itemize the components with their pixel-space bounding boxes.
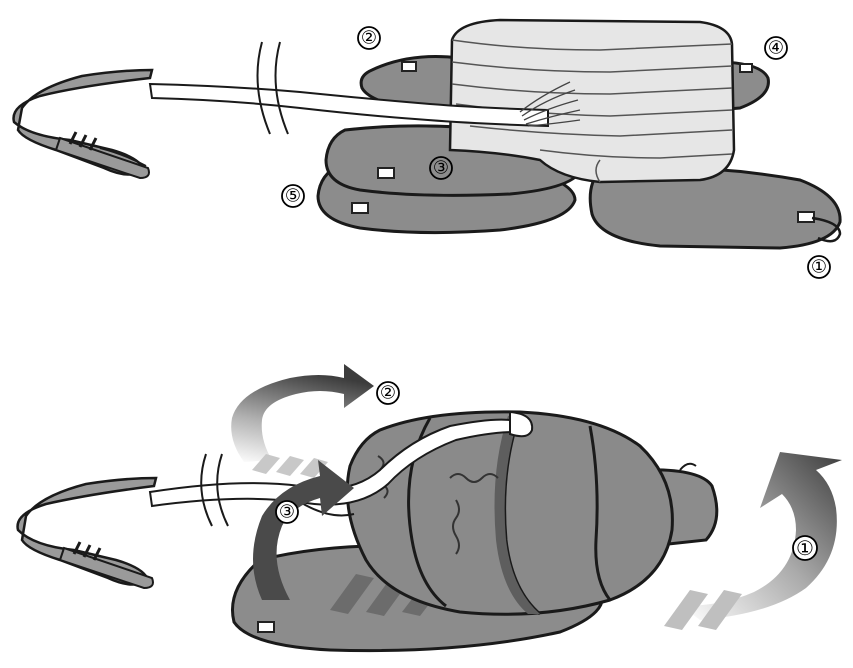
svg-text:⑤: ⑤ bbox=[285, 186, 301, 207]
break-mark bbox=[258, 42, 289, 134]
step-label-2: ② bbox=[377, 382, 399, 404]
svg-text:③: ③ bbox=[279, 502, 295, 523]
svg-text:①: ① bbox=[811, 257, 827, 278]
grommet bbox=[258, 622, 274, 632]
carry-strap bbox=[14, 70, 152, 178]
step-label-1: ① bbox=[808, 256, 830, 278]
step-label-5: ⑤ bbox=[282, 185, 304, 207]
svg-text:④: ④ bbox=[768, 38, 784, 59]
step-label-2: ② bbox=[358, 27, 380, 49]
top-panel: ② ④ ③ ⑤ ① bbox=[14, 20, 841, 278]
svg-text:①: ① bbox=[796, 536, 814, 560]
rolled-bundle bbox=[347, 412, 672, 614]
svg-text:③: ③ bbox=[433, 158, 449, 179]
step-label-3: ③ bbox=[276, 501, 298, 523]
grommet bbox=[798, 212, 814, 222]
grommet bbox=[402, 62, 416, 71]
step-label-1: ① bbox=[793, 536, 817, 560]
arrow-2 bbox=[231, 364, 374, 462]
step-label-3: ③ bbox=[430, 157, 452, 179]
carry-strap bbox=[18, 478, 156, 588]
svg-text:②: ② bbox=[380, 383, 396, 404]
grommet bbox=[740, 64, 752, 72]
step-label-4: ④ bbox=[765, 37, 787, 59]
grommet bbox=[352, 203, 368, 213]
arrow-2-stripes bbox=[252, 454, 328, 478]
svg-text:②: ② bbox=[361, 28, 377, 49]
grommet bbox=[378, 168, 394, 178]
bottom-panel: ② ③ ① bbox=[18, 364, 842, 651]
